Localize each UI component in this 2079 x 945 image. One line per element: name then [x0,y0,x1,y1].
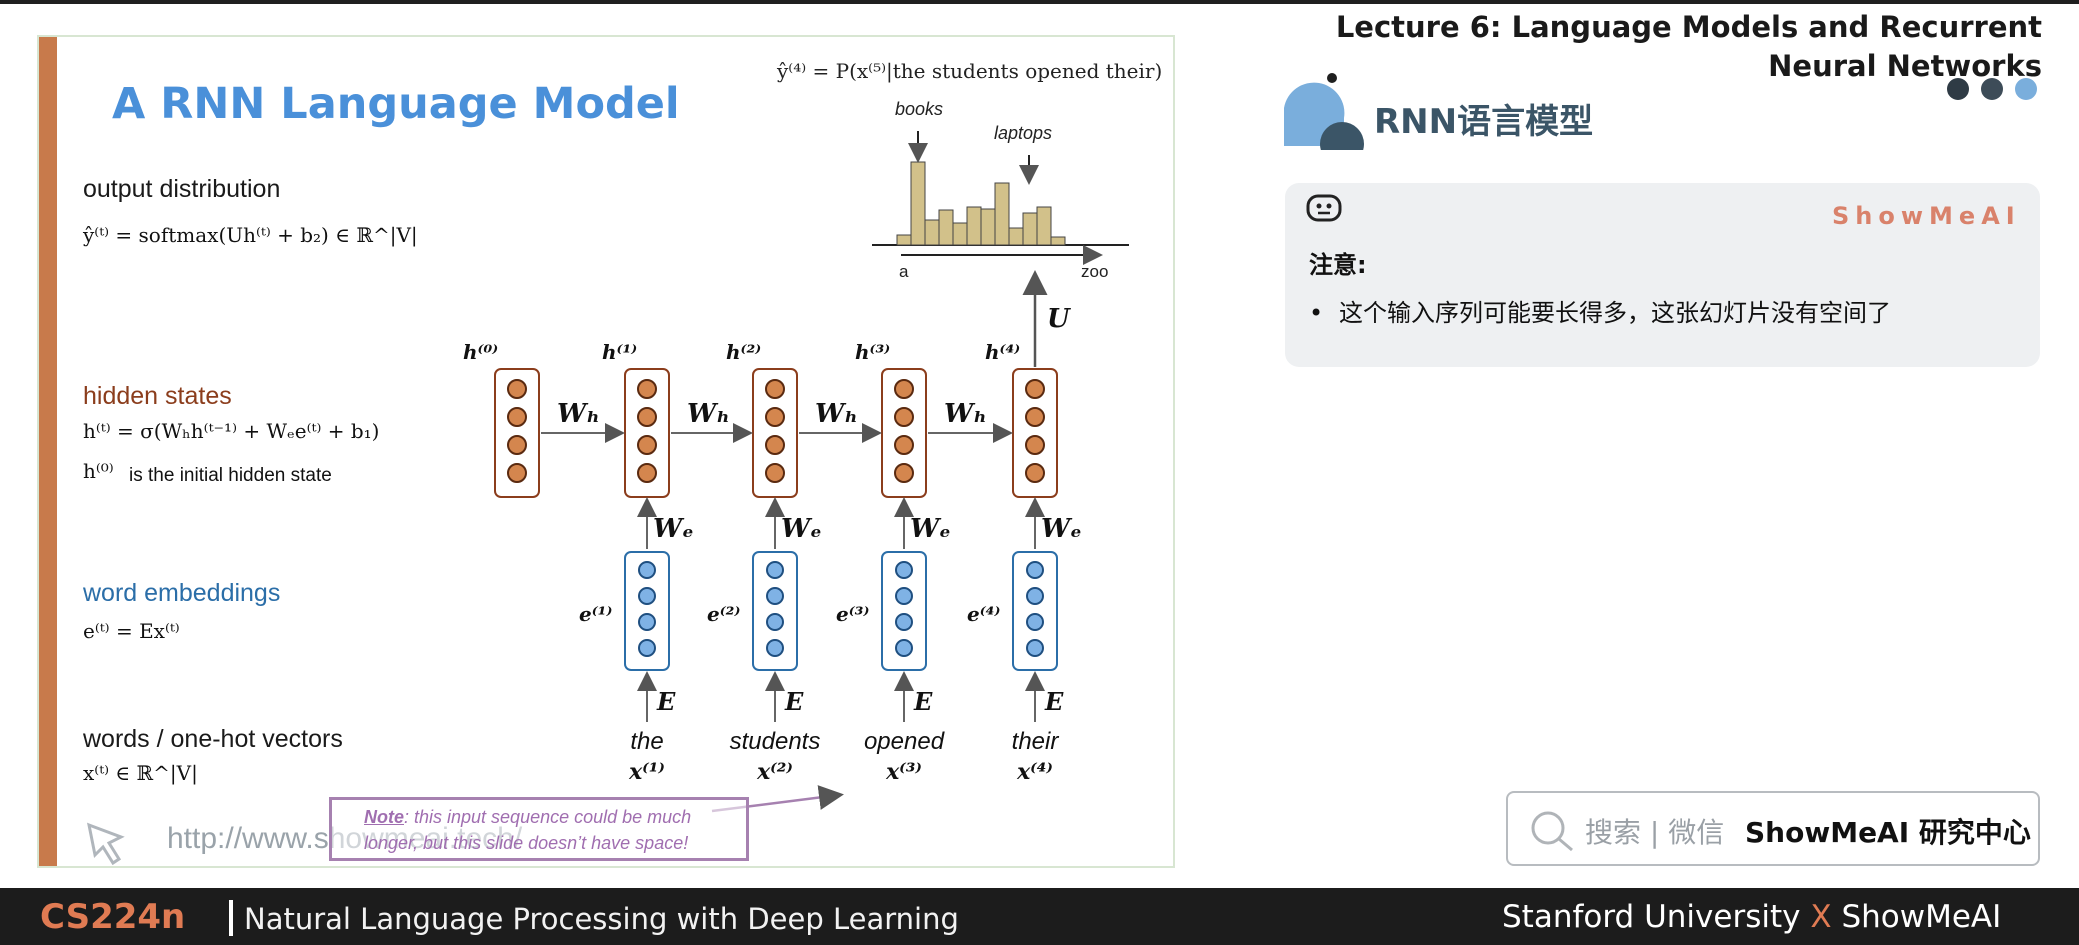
we-label-2: Wₑ [781,514,822,544]
we-arrows [637,497,1045,549]
e-arrows [637,671,1045,722]
output-histogram: books laptops a zoo [872,99,1129,281]
we-label-4: Wₑ [1041,514,1082,544]
card-bullet-text: 这个输入序列可能要长得多，这张幻灯片没有空间了 [1339,299,1891,327]
card-bullet: • 这个输入序列可能要长得多，这张幻灯片没有空间了 [1309,293,1891,328]
card-heading: 注意: [1309,251,1367,279]
wh-label-1: Wₕ [557,399,600,429]
bottom-bar [0,888,2079,945]
x1-label: x⁽¹⁾ [628,759,665,785]
h3-label: h⁽³⁾ [855,340,890,364]
wh-label-3: Wₕ [815,399,858,429]
word-students: students [730,728,821,755]
x3-label: x⁽³⁾ [885,759,922,785]
word-their: their [1012,728,1060,755]
hidden-states-label: hidden states [83,382,232,410]
word-the: the [630,728,663,755]
x2-label: x⁽²⁾ [756,759,793,785]
e2-label: e⁽²⁾ [707,602,740,626]
e3-label: e⁽³⁾ [836,602,869,626]
wh-label-2: Wₕ [687,399,730,429]
course-title: Natural Language Processing with Deep Le… [244,902,959,936]
e1-label: e⁽¹⁾ [579,602,612,626]
note-box [329,797,749,861]
card-brand: ShowMeAI [1832,202,2021,230]
word-embeddings [624,551,1058,671]
bottom-credits: Stanford University X ShowMeAI [1502,899,2001,935]
e-matrix-label-3: E [913,687,933,716]
cursor-icon [86,822,125,866]
output-distribution-label: output distribution [83,175,281,203]
h0-label: h⁽⁰⁾ [463,340,498,364]
wh-label-4: Wₕ [944,399,987,429]
search-box[interactable] [1506,791,2040,866]
we-label-3: Wₑ [910,514,951,544]
we-label-1: Wₑ [653,514,694,544]
page-dots [1947,78,2037,100]
top-formula: ŷ⁽⁴⁾ = P(x⁽⁵⁾|the students opened their) [777,59,1163,83]
e-matrix-label-2: E [784,687,804,716]
robot-icon [1306,194,1342,222]
section-logo-icon [1284,73,1364,150]
credit-showmeai: ShowMeAI [1841,899,2002,935]
search-icon [1531,811,1573,852]
h2-label: h⁽²⁾ [726,340,761,364]
axis-start-label: a [899,262,909,281]
output-equation: ŷ⁽ᵗ⁾ = softmax(Uh⁽ᵗ⁾ + b₂) ∈ ℝ^|V| [83,223,418,247]
note-text: Note: this input sequence could be much … [364,804,744,856]
credit-x: X [1810,899,1832,935]
initial-state-note: is the initial hidden state [129,465,332,486]
initial-state-symbol: h⁽⁰⁾ [83,459,114,483]
search-text: 搜索 | 微信 [1585,816,1725,849]
e4-label: e⁽⁴⁾ [967,602,1000,626]
u-label: U [1047,304,1071,334]
slide-accent-bar [39,37,57,866]
lecture-title: Lecture 6: Language Models and Recurrent… [1335,10,2042,83]
h4-label: h⁽⁴⁾ [985,340,1020,364]
section-title: RNN语言模型 [1374,102,1594,142]
e-matrix-label-1: E [656,687,676,716]
credit-stanford: Stanford University [1502,899,1801,935]
words-label: words / one-hot vectors [83,725,343,753]
course-code: CS224n [40,897,186,937]
rnn-diagram: books laptops a zoo U [86,99,1129,866]
note-bold: Note [364,807,404,827]
note-card [1285,183,2040,367]
slide: A RNN Language Model ŷ⁽⁴⁾ = P(x⁽⁵⁾|the s… [37,35,1175,868]
laptops-label: laptops [994,123,1052,143]
words-equation: x⁽ᵗ⁾ ∈ ℝ^|V| [83,761,198,785]
bullet-dot: • [1309,299,1324,327]
books-label: books [895,99,943,119]
e-matrix-label-4: E [1044,687,1064,716]
note-body: : this input sequence could be much long… [364,807,692,853]
axis-end-label: zoo [1081,262,1108,281]
hidden-states [494,368,1058,498]
x4-label: x⁽⁴⁾ [1016,759,1053,785]
word-opened: opened [864,728,945,755]
top-border [0,0,2079,4]
search-brand: ShowMeAI 研究中心 [1745,816,2031,849]
h1-label: h⁽¹⁾ [602,340,637,364]
bottom-separator [229,900,233,936]
slide-title: A RNN Language Model [112,79,680,129]
word-embeddings-label: word embeddings [83,579,281,607]
embedding-equation: e⁽ᵗ⁾ = Ex⁽ᵗ⁾ [83,619,180,643]
hidden-equation: h⁽ᵗ⁾ = σ(Wₕh⁽ᵗ⁻¹⁾ + Wₑe⁽ᵗ⁾ + b₁) [83,419,380,443]
